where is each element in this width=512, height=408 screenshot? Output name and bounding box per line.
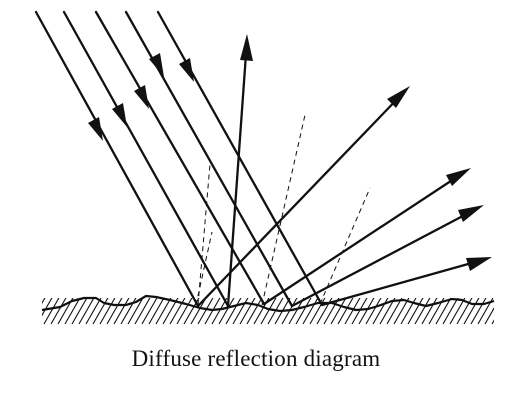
reflected-arrowhead	[387, 86, 410, 108]
reflected-ray	[290, 206, 480, 308]
reflected-arrowhead	[466, 257, 492, 271]
surface-profile	[41, 294, 495, 313]
reflected-arrowhead	[458, 205, 484, 222]
incident-ray	[62, 10, 230, 308]
normal-line	[197, 163, 211, 306]
reflected-ray	[320, 257, 488, 307]
reflected-ray	[196, 90, 406, 308]
incident-arrowhead	[149, 53, 164, 77]
incident-rays	[34, 10, 324, 308]
reflected-ray	[226, 38, 249, 308]
incident-ray	[34, 10, 200, 308]
normal-line	[261, 114, 306, 306]
normal-line	[195, 231, 213, 306]
normal-line	[319, 187, 371, 305]
incident-ray	[124, 10, 294, 308]
surface-normals	[195, 114, 371, 306]
diagram-caption: Diffuse reflection diagram	[131, 346, 381, 371]
incident-arrowhead	[134, 85, 149, 109]
reflected-arrowhead	[446, 168, 471, 186]
reflected-arrowhead	[240, 34, 253, 61]
reflected-ray	[262, 169, 468, 306]
reflected-rays	[196, 34, 492, 308]
rough-surface	[41, 294, 495, 325]
incident-arrowhead	[179, 58, 194, 82]
incident-arrowhead	[112, 103, 127, 127]
incident-arrowhead	[88, 117, 103, 141]
incident-ray	[94, 10, 266, 306]
